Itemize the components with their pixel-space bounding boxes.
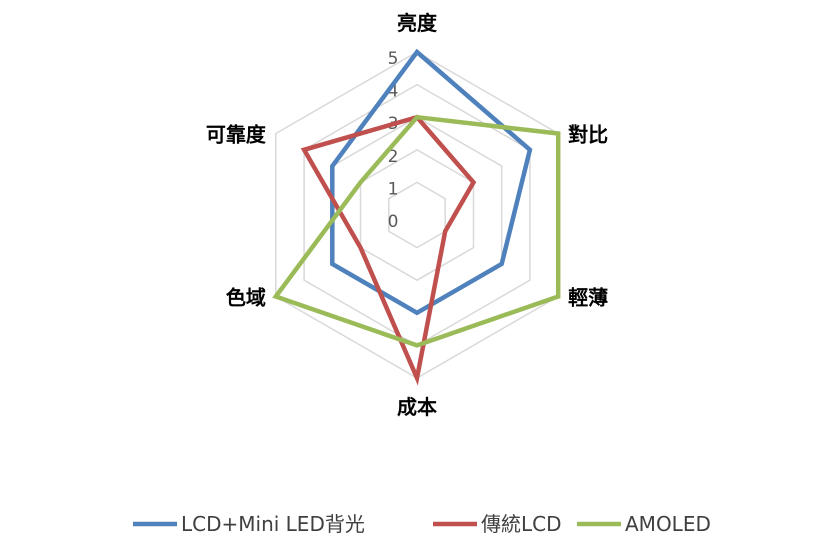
legend-entry-label: 傳統LCD (481, 512, 562, 536)
tick-label: 5 (388, 49, 399, 69)
legend: LCD+Mini LED背光 傳統LCD AMOLED (133, 512, 711, 536)
category-label: 輕薄 (568, 286, 608, 310)
category-label: 可靠度 (206, 123, 267, 147)
category-label: 亮度 (397, 11, 438, 35)
category-label: 色域 (226, 286, 266, 310)
category-label: 成本 (397, 395, 437, 419)
series-line (330, 48, 533, 316)
series-layer (272, 48, 561, 386)
series-line (272, 114, 561, 348)
category-label: 對比 (568, 123, 608, 147)
tick-label: 1 (388, 179, 399, 199)
tick-label: 4 (388, 82, 399, 102)
grid-ring-3 (331, 116, 503, 314)
tick-label: 2 (388, 147, 399, 167)
tick-label: 0 (388, 212, 399, 232)
series-line (300, 114, 477, 386)
legend-entry-label: AMOLED (625, 512, 711, 536)
legend-entry-label: LCD+Mini LED背光 (181, 512, 365, 536)
grid-ring-1 (388, 181, 446, 249)
